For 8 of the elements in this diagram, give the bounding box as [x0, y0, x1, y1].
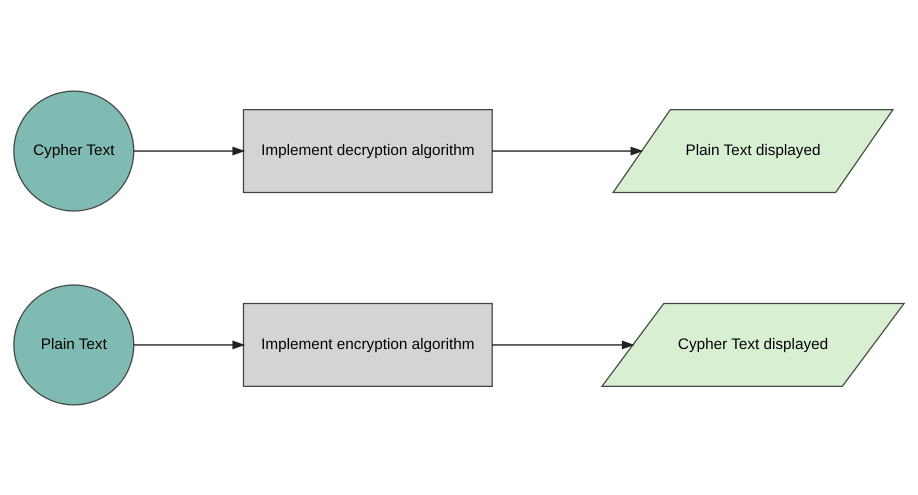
arrow [492, 146, 644, 156]
arrow [492, 340, 635, 349]
arrow [134, 340, 246, 349]
arrow [134, 146, 246, 156]
node-circle: Cypher Text [13, 90, 134, 212]
node-box: Implement encryption algorithm [242, 302, 493, 387]
node-box: Implement decryption algorithm [242, 108, 493, 193]
node-circle: Plain Text [13, 284, 134, 406]
